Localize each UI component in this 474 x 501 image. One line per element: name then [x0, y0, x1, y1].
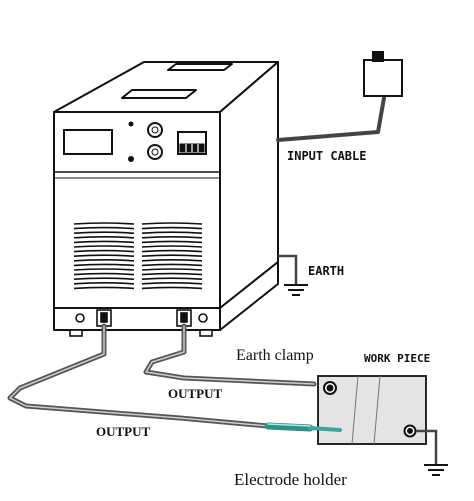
foot-screw-right — [198, 313, 208, 323]
vent-slat — [73, 268, 135, 271]
workpiece-earth-wire — [416, 429, 438, 464]
display-window — [63, 129, 113, 155]
output-top-label: OUTPUT — [168, 386, 223, 401]
vent-slat — [73, 286, 135, 290]
earth-clamp — [323, 381, 337, 395]
vent-slat — [141, 245, 203, 248]
vent-slat — [73, 282, 135, 285]
vent-slat — [73, 249, 135, 253]
electrode-holder — [264, 422, 342, 432]
vent-slat — [73, 222, 135, 225]
power-plug — [363, 51, 403, 97]
ground-symbol-workpiece — [424, 464, 448, 476]
electrode-holder-label: Electrode holder — [234, 470, 347, 489]
vent-slat — [73, 277, 135, 280]
vent-slat — [141, 226, 203, 230]
vent-slat — [73, 263, 135, 267]
vent-slat — [73, 259, 135, 262]
output-terminals — [69, 309, 213, 337]
control-panel — [63, 121, 207, 162]
top-handle-rear — [167, 63, 233, 71]
machine-earth-wire — [278, 254, 298, 284]
vent-slat — [141, 222, 203, 225]
vent-slat — [141, 286, 203, 290]
vent-slat — [141, 268, 203, 271]
vent-slat — [141, 240, 203, 244]
vent-slat — [141, 282, 203, 285]
input-cable — [276, 96, 386, 142]
vent-slat — [73, 240, 135, 244]
welding-machine — [53, 61, 279, 331]
input-cable-label: INPUT CABLE — [287, 149, 366, 163]
vent-slat — [73, 236, 135, 239]
workpiece-earth-point — [403, 424, 417, 438]
vent-slat — [141, 263, 203, 267]
output-cables — [7, 323, 317, 429]
work-piece-label: WORK PIECE — [364, 352, 430, 365]
vent-slat — [141, 249, 203, 253]
vent-slat — [73, 272, 135, 276]
vent-slat — [73, 254, 135, 257]
vent-slat — [141, 259, 203, 262]
vent-slat — [141, 231, 203, 234]
vent-slat — [141, 277, 203, 280]
vent-grille-right — [141, 222, 203, 290]
indicator-light-2 — [128, 156, 134, 162]
vent-slat — [141, 254, 203, 257]
vent-slat — [73, 226, 135, 230]
indicator-light — [128, 121, 134, 127]
foot-screw-left — [75, 313, 85, 323]
earth-label: EARTH — [308, 264, 344, 278]
ground-symbol-machine — [284, 284, 308, 296]
top-handle-front — [121, 89, 197, 99]
output-bottom-label: OUTPUT — [96, 424, 151, 439]
vent-slat — [141, 272, 203, 276]
vent-slat — [141, 236, 203, 239]
earth-clamp-label: Earth clamp — [236, 347, 314, 364]
vent-slat — [73, 231, 135, 234]
vent-slat — [73, 245, 135, 248]
vent-grille-left — [73, 222, 135, 290]
